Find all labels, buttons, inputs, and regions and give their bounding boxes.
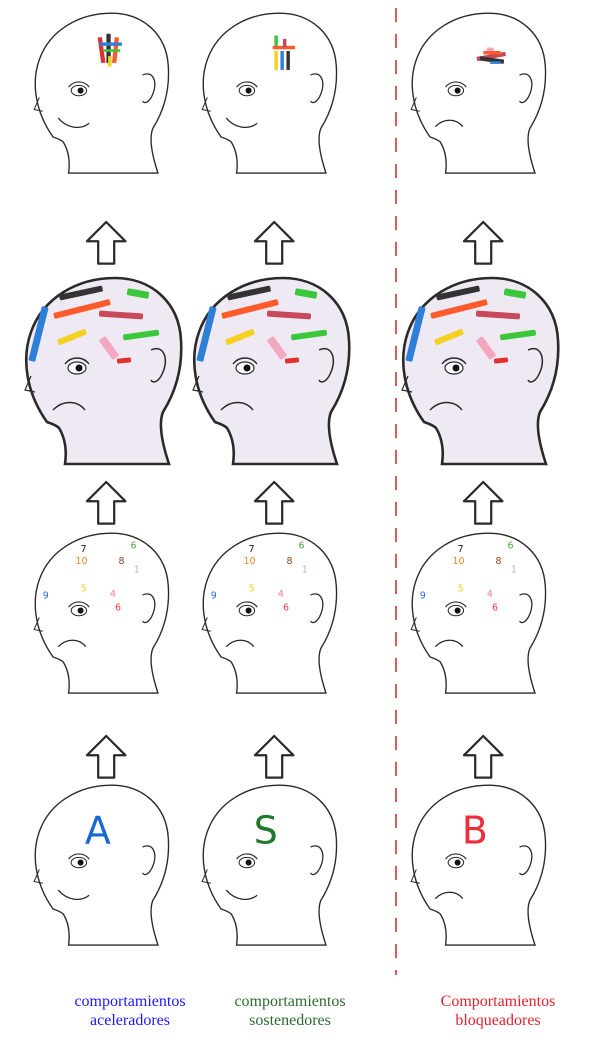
pupil	[78, 860, 84, 866]
pupil	[455, 608, 461, 614]
head-blockers-row-4: B	[411, 785, 545, 945]
number-label: 6	[507, 541, 513, 552]
up-arrow-icon	[87, 736, 125, 778]
head-accelerators-row-2	[25, 278, 181, 464]
number-label: 5	[249, 584, 255, 595]
heads-layer: 7610819546A7610819546S7610819546B	[25, 13, 558, 945]
pupil	[453, 365, 460, 372]
number-label: 9	[43, 591, 49, 602]
up-arrow-icon	[255, 222, 293, 264]
head-blockers-row-1	[411, 13, 545, 173]
number-label: 10	[75, 556, 87, 567]
number-label: 1	[134, 565, 140, 576]
number-label: 6	[115, 603, 121, 614]
number-label: 4	[110, 589, 116, 600]
up-arrow-icon	[255, 736, 293, 778]
stick-pink	[487, 48, 494, 51]
caption-blockers: Comportamientos bloqueadores	[403, 992, 589, 1030]
stick-blue	[280, 51, 283, 70]
up-arrow-shape	[87, 482, 125, 524]
head-blockers-row-2	[402, 278, 558, 464]
up-arrow-icon	[87, 222, 125, 264]
number-label: 10	[243, 556, 255, 567]
up-arrow-shape	[87, 222, 125, 264]
up-arrow-shape	[464, 482, 502, 524]
up-arrow-icon	[464, 736, 502, 778]
number-label: 8	[286, 556, 292, 567]
stick-orange	[483, 51, 500, 54]
head-sustainers-row-1	[202, 13, 336, 173]
head-sustainers-row-4: S	[202, 785, 336, 945]
head-outline	[412, 13, 545, 173]
caption-sustainers-line1: comportamientos	[195, 992, 385, 1011]
pupil	[246, 860, 252, 866]
head-sustainers-row-3: 7 6 10 81 9 5 4 6	[202, 533, 336, 693]
number-label: 6	[283, 603, 289, 614]
head-accelerators-row-3: 7 6 10 81 9 5 4 6	[34, 533, 168, 693]
stick-yellow	[108, 56, 111, 66]
up-arrow-shape	[464, 222, 502, 264]
up-arrow-shape	[255, 736, 293, 778]
caption-sustainers: comportamientos sostenedores	[195, 992, 385, 1030]
pupil	[244, 365, 251, 372]
caption-sustainers-line2: sostenedores	[195, 1011, 385, 1030]
pupil	[76, 365, 83, 372]
pupil	[455, 860, 461, 866]
number-label: 4	[278, 589, 284, 600]
pupil	[455, 88, 461, 94]
stick-blue	[490, 61, 500, 64]
pupil	[246, 608, 252, 614]
stick-green	[103, 49, 120, 52]
number-label: 10	[452, 556, 464, 567]
number-label: 6	[298, 541, 304, 552]
number-label: 8	[118, 556, 124, 567]
caption-blockers-line2: bloqueadores	[403, 1011, 589, 1030]
head-outline	[203, 13, 336, 173]
up-arrow-icon	[464, 482, 502, 524]
stick-black	[286, 51, 289, 70]
head-outline	[203, 533, 336, 693]
number-label: 1	[511, 565, 517, 576]
number-label: 4	[487, 589, 493, 600]
stick-dark-red	[283, 39, 286, 48]
up-arrow-shape	[255, 482, 293, 524]
pupil	[78, 88, 84, 94]
up-arrow-icon	[255, 482, 293, 524]
number-label: 6	[492, 603, 498, 614]
up-arrow-shape	[87, 736, 125, 778]
number-label: 1	[302, 565, 308, 576]
number-label: 5	[458, 584, 464, 595]
stick-yellow	[274, 51, 277, 70]
pupil	[246, 88, 252, 94]
number-label: 8	[495, 556, 501, 567]
number-label: 9	[420, 591, 426, 602]
number-label: 5	[81, 584, 87, 595]
stick-blue	[100, 42, 122, 45]
number-label: 7	[249, 544, 255, 555]
head-outline	[35, 533, 168, 693]
up-arrow-shape	[255, 222, 293, 264]
number-label: 7	[458, 544, 464, 555]
number-label: 9	[211, 591, 217, 602]
behaviour-letter: S	[254, 809, 278, 853]
up-arrow-shape	[464, 736, 502, 778]
behaviour-letter: B	[462, 809, 488, 853]
behaviour-letter: A	[85, 809, 111, 853]
head-sustainers-row-2	[193, 278, 349, 464]
up-arrow-icon	[87, 482, 125, 524]
head-blockers-row-3: 7 6 10 81 9 5 4 6	[411, 533, 545, 693]
caption-blockers-line1: Comportamientos	[403, 992, 589, 1011]
head-accelerators-row-1	[34, 13, 168, 173]
up-arrow-icon	[464, 222, 502, 264]
number-label: 6	[130, 541, 136, 552]
pupil	[78, 608, 84, 614]
number-label: 7	[81, 544, 87, 555]
head-accelerators-row-4: A	[34, 785, 168, 945]
head-outline	[412, 533, 545, 693]
